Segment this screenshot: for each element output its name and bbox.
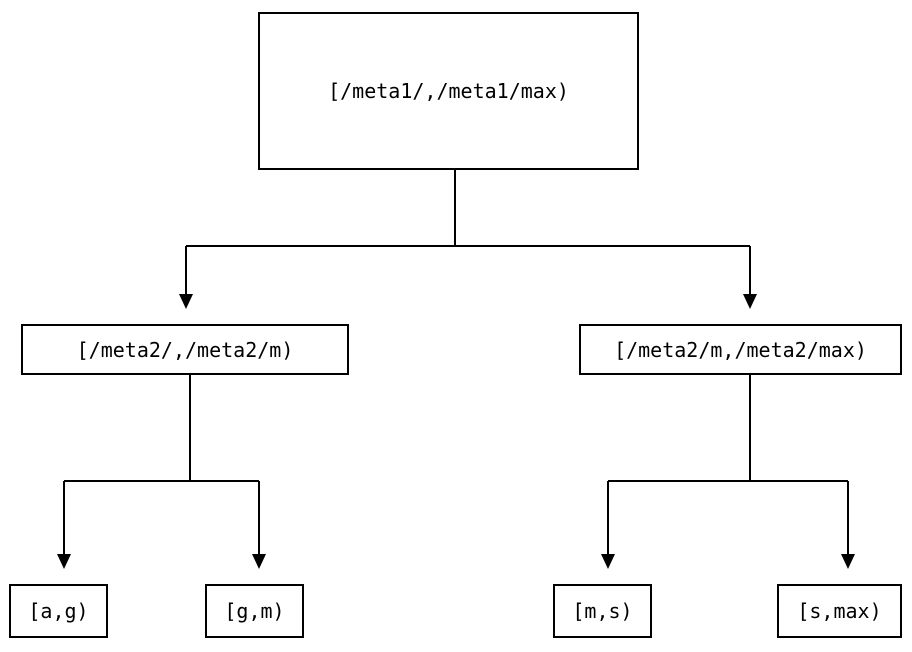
arrowhead-leaf-a-g <box>57 554 71 569</box>
tree-node-mid-right[interactable]: [/meta2/m,/meta2/max) <box>579 324 902 375</box>
tree-node-mid-left[interactable]: [/meta2/,/meta2/m) <box>21 324 349 375</box>
tree-node-root[interactable]: [/meta1/,/meta1/max) <box>258 12 639 170</box>
tree-node-leaf-s-max-label: [s,max) <box>797 599 882 623</box>
tree-node-mid-right-label: [/meta2/m,/meta2/max) <box>614 337 867 362</box>
arrowhead-leaf-m-s <box>601 554 615 569</box>
edge-group-mid-left <box>63 375 260 554</box>
edge-group-root <box>185 170 751 294</box>
tree-node-mid-left-label: [/meta2/,/meta2/m) <box>76 337 294 362</box>
arrowhead-mid-right <box>743 294 757 309</box>
arrowhead-leaf-s-max <box>841 554 855 569</box>
arrowhead-mid-left <box>179 294 193 309</box>
tree-node-root-label: [/meta1/,/meta1/max) <box>328 79 569 103</box>
edge-group-mid-right <box>607 375 849 554</box>
tree-node-leaf-g-m-label: [g,m) <box>224 599 285 623</box>
tree-node-leaf-m-s[interactable]: [m,s) <box>553 584 652 638</box>
arrowhead-leaf-g-m <box>252 554 266 569</box>
tree-node-leaf-s-max[interactable]: [s,max) <box>777 584 902 638</box>
tree-node-leaf-a-g[interactable]: [a,g) <box>9 584 108 638</box>
tree-node-leaf-a-g-label: [a,g) <box>28 599 89 623</box>
tree-node-leaf-g-m[interactable]: [g,m) <box>205 584 304 638</box>
tree-node-leaf-m-s-label: [m,s) <box>572 599 633 623</box>
